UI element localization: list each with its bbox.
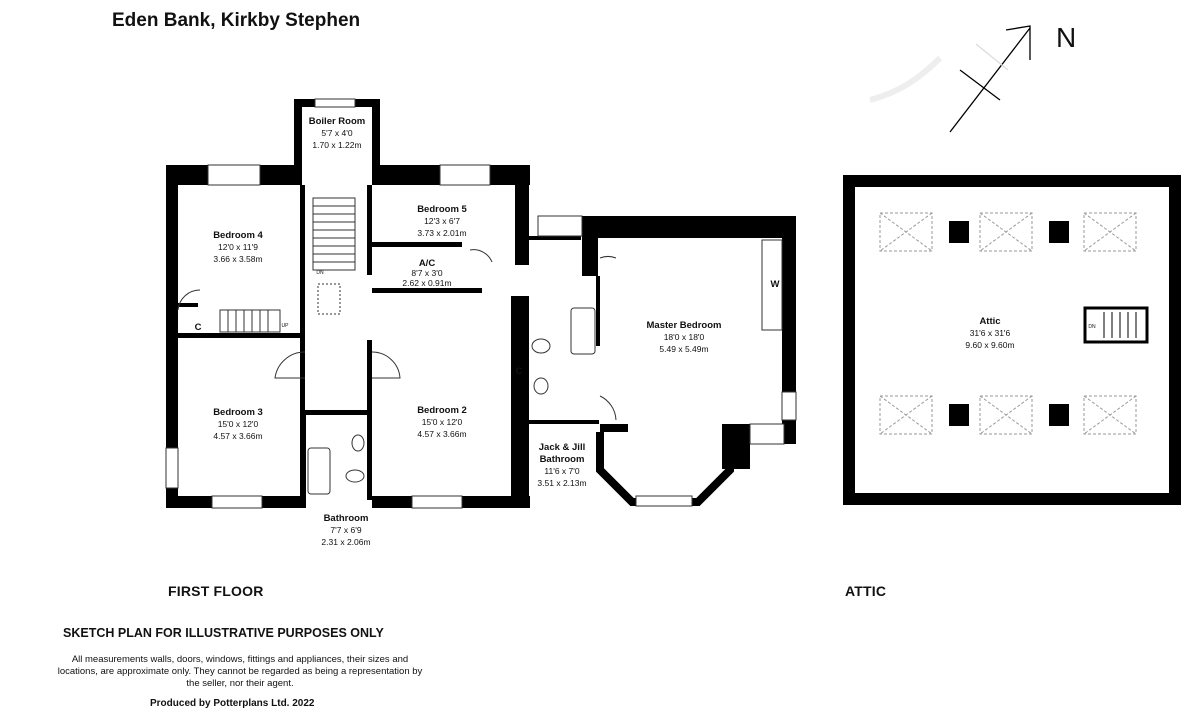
svg-text:18'0 x 18'0: 18'0 x 18'0 — [664, 332, 705, 342]
plan-title: Eden Bank, Kirkby Stephen — [112, 10, 361, 31]
skylights — [879, 212, 1137, 435]
disclaimer-heading: SKETCH PLAN FOR ILLUSTRATIVE PURPOSES ON… — [63, 626, 384, 640]
svg-text:11'6 x 7'0: 11'6 x 7'0 — [544, 466, 579, 476]
svg-text:3.66 x 3.58m: 3.66 x 3.58m — [213, 254, 262, 264]
disclaimer-text: All measurements walls, doors, windows, … — [57, 654, 423, 689]
svg-text:5'7 x 4'0: 5'7 x 4'0 — [321, 128, 352, 138]
svg-text:9.60 x 9.60m: 9.60 x 9.60m — [965, 340, 1014, 350]
attic-stairs — [1083, 306, 1149, 344]
svg-text:Jack & Jill: Jack & Jill — [539, 442, 585, 453]
svg-text:3.51 x 2.13m: 3.51 x 2.13m — [537, 478, 586, 488]
svg-text:15'0 x 12'0: 15'0 x 12'0 — [218, 419, 259, 429]
chimney-posts — [949, 221, 1069, 426]
svg-text:15'0 x 12'0: 15'0 x 12'0 — [422, 417, 463, 427]
room-label-bedroom-5: Bedroom 5 12'3 x 6'7 3.73 x 2.01m — [417, 204, 467, 238]
svg-text:Boiler Room: Boiler Room — [309, 116, 365, 127]
attic-stairs-down-marker: DN — [1088, 324, 1096, 330]
svg-text:12'0 x 11'9: 12'0 x 11'9 — [218, 242, 258, 252]
svg-text:3.73 x 2.01m: 3.73 x 2.01m — [417, 228, 466, 238]
north-arrow-icon — [869, 25, 1031, 133]
wardrobe-marker: W — [771, 279, 780, 290]
producer-credit: Produced by Potterplans Ltd. 2022 — [150, 698, 315, 709]
svg-text:A/C: A/C — [419, 258, 436, 269]
room-label-bedroom-4: Bedroom 4 12'0 x 11'9 3.66 x 3.58m — [213, 230, 263, 264]
svg-text:7'7 x 6'9: 7'7 x 6'9 — [330, 525, 361, 535]
svg-text:Attic: Attic — [979, 316, 1000, 327]
svg-text:8'7 x 3'0: 8'7 x 3'0 — [411, 268, 442, 278]
cupboard-marker: C — [516, 366, 523, 377]
svg-text:4.57 x 3.66m: 4.57 x 3.66m — [417, 429, 466, 439]
room-label-attic: Attic 31'6 x 31'6 9.60 x 9.60m — [965, 316, 1014, 350]
room-label-ac: A/C 8'7 x 3'0 2.62 x 0.91m — [402, 258, 451, 288]
svg-text:Bathroom: Bathroom — [540, 454, 585, 465]
room-label-bedroom-3: Bedroom 3 15'0 x 12'0 4.57 x 3.66m — [213, 407, 263, 441]
north-label: N — [1056, 22, 1077, 53]
attic-plan: Attic 31'6 x 31'6 9.60 x 9.60m — [843, 175, 1181, 505]
floor-label-attic: ATTIC — [845, 583, 887, 599]
room-label-boiler-room: Boiler Room 5'7 x 4'0 1.70 x 1.22m — [309, 116, 365, 150]
svg-text:Bedroom 5: Bedroom 5 — [417, 204, 467, 215]
svg-text:1.70 x 1.22m: 1.70 x 1.22m — [312, 140, 361, 150]
room-label-bathroom: Bathroom 7'7 x 6'9 2.31 x 2.06m — [321, 513, 370, 547]
svg-text:5.49 x 5.49m: 5.49 x 5.49m — [659, 344, 708, 354]
room-label-master-bedroom: Master Bedroom 18'0 x 18'0 5.49 x 5.49m — [647, 320, 722, 354]
svg-text:Master Bedroom: Master Bedroom — [647, 320, 722, 331]
stairs-down-marker: DN — [316, 270, 324, 276]
first-floor-fixtures — [165, 98, 797, 509]
svg-text:2.62 x 0.91m: 2.62 x 0.91m — [402, 278, 451, 288]
svg-text:Bedroom 2: Bedroom 2 — [417, 405, 467, 416]
svg-text:31'6 x 31'6: 31'6 x 31'6 — [970, 328, 1011, 338]
first-floor-walls — [166, 99, 796, 508]
svg-text:2.31 x 2.06m: 2.31 x 2.06m — [321, 537, 370, 547]
svg-text:12'3 x 6'7: 12'3 x 6'7 — [424, 216, 460, 226]
svg-text:Bedroom 4: Bedroom 4 — [213, 230, 263, 241]
svg-text:Bathroom: Bathroom — [324, 513, 369, 524]
stairs-up-marker: UP — [282, 323, 290, 329]
room-label-bedroom-2: Bedroom 2 15'0 x 12'0 4.57 x 3.66m — [417, 405, 467, 439]
room-label-jack-jill-bathroom: Jack & Jill Bathroom 11'6 x 7'0 3.51 x 2… — [537, 442, 586, 488]
floor-label-first-floor: FIRST FLOOR — [168, 583, 264, 599]
cupboard-marker: C — [195, 322, 202, 333]
svg-text:4.57 x 3.66m: 4.57 x 3.66m — [213, 431, 262, 441]
svg-text:Bedroom 3: Bedroom 3 — [213, 407, 263, 418]
